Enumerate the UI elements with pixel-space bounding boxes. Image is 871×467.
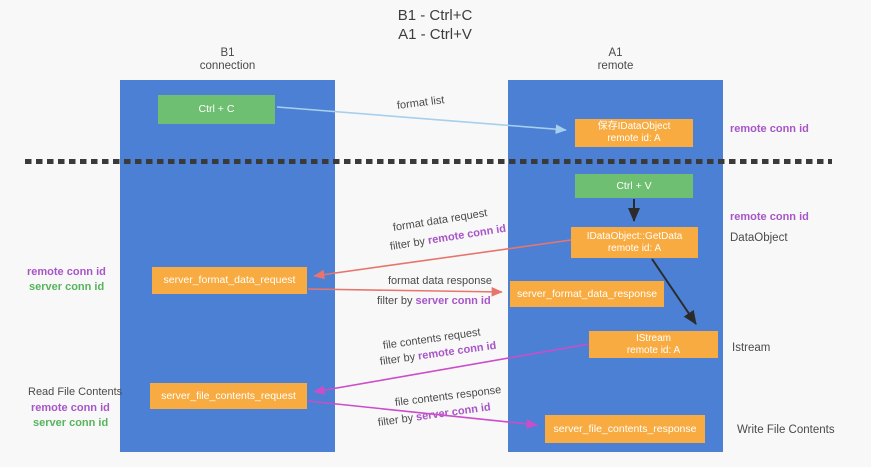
format-data-response-arrow — [307, 287, 503, 297]
lane-header-a1: A1 remote — [508, 47, 723, 73]
ctrl-c-label: Ctrl + C — [198, 103, 235, 115]
server-conn-id-text-2: server conn id — [415, 295, 491, 307]
server-file-contents-response-box: server_file_contents_response — [545, 415, 705, 443]
save-idataobject-line2: remote id: A — [607, 133, 661, 144]
file-response-label: server_file_contents_response — [553, 422, 697, 435]
left-remote-conn-id-label-2: remote conn id — [31, 402, 110, 414]
save-idataobject-line1: 保存IDataObject — [597, 121, 671, 132]
ctrl-v-box: Ctrl + V — [575, 174, 693, 198]
ctrl-v-label: Ctrl + V — [616, 179, 652, 192]
istream-box: IStream remote id: A — [589, 331, 718, 358]
right-remote-conn-id-label-2: remote conn id — [730, 211, 809, 223]
istream-line1: IStream — [635, 332, 671, 344]
server-format-data-request-box: server_format_data_request — [152, 267, 307, 294]
idataobject-getdata-box: IDataObject::GetData remote id: A — [571, 227, 698, 258]
left-server-conn-id-label-1: server conn id — [29, 281, 105, 293]
lane-b1-title: B1 — [220, 47, 235, 59]
title-line-1: B1 - Ctrl+C — [397, 7, 473, 24]
server-file-contents-request-box: server_file_contents_request — [150, 383, 307, 409]
left-remote-conn-id-label-1: remote conn id — [27, 266, 106, 278]
filter-by-server-conn-id-label-1: filter by server conn id — [377, 295, 491, 307]
phase-separator-dashed-line — [25, 159, 832, 164]
file-request-label: server_file_contents_request — [161, 389, 296, 402]
diagram-title: B1 - Ctrl+C A1 - Ctrl+V — [325, 6, 545, 44]
getdata-line2: remote id: A — [607, 242, 662, 254]
left-server-conn-id-label-2: server conn id — [33, 417, 109, 429]
format-response-label: server_format_data_response — [516, 287, 658, 300]
filter-by-text-2: filter by — [377, 295, 416, 307]
read-file-contents-label: Read File Contents — [28, 386, 123, 398]
title-line-2: A1 - Ctrl+V — [398, 26, 472, 43]
format-data-response-label: format data response — [388, 275, 492, 287]
ctrl-c-box: Ctrl + C — [158, 95, 275, 124]
istream-line2: remote id: A — [626, 344, 681, 356]
filter-by-text-4: filter by — [377, 411, 417, 429]
lane-a1-title: A1 — [608, 47, 623, 59]
server-format-data-response-box: server_format_data_response — [510, 281, 664, 307]
save-idataobject-box: 保存IDataObject remote id: A — [575, 119, 693, 147]
dataobject-label: DataObject — [730, 232, 788, 244]
write-file-contents-label: Write File Contents — [737, 424, 835, 436]
right-remote-conn-id-label-1: remote conn id — [730, 123, 809, 135]
filter-by-text-1: filter by — [389, 235, 429, 253]
lane-b1-subtitle: connection — [199, 60, 256, 72]
getdata-line1: IDataObject::GetData — [586, 230, 683, 242]
filter-by-text-3: filter by — [379, 350, 419, 368]
lane-a1-subtitle: remote — [597, 60, 634, 72]
lane-header-b1: B1 connection — [120, 47, 335, 73]
istream-side-label: Istream — [732, 342, 771, 354]
format-request-label: server_format_data_request — [163, 274, 296, 286]
format-list-label: format list — [396, 94, 446, 112]
